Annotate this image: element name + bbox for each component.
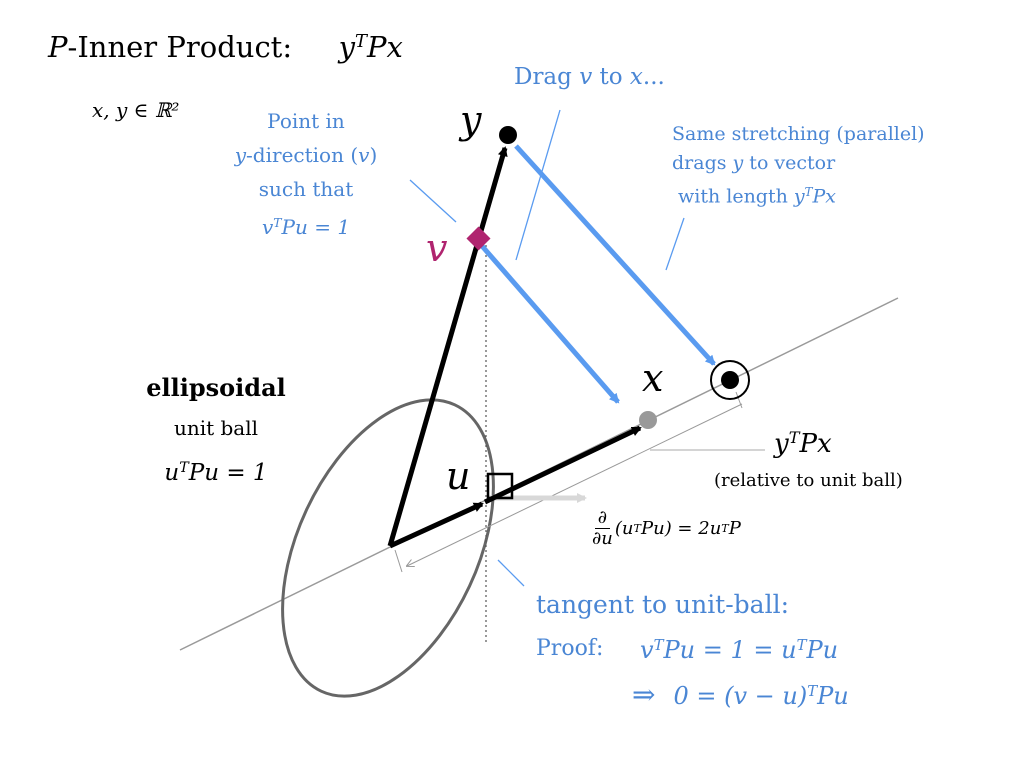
point-line4: vTPu = 1 <box>228 206 384 244</box>
drag-v: v <box>579 64 593 90</box>
note-tangent: tangent to unit-ball: <box>536 590 790 619</box>
proof-l1-t2: T <box>796 636 807 654</box>
label-y: y <box>460 98 482 142</box>
deriv-t2: T <box>721 522 729 535</box>
point-line4-t: T <box>273 215 282 230</box>
point-line2-close: ) <box>369 143 378 167</box>
deriv-num: ∂ <box>594 508 611 529</box>
ytpx-px: Px <box>799 428 832 459</box>
title-rest: -Inner Product: <box>67 30 293 64</box>
same-line2-b: to vector <box>743 152 836 174</box>
point-line3: such that <box>258 177 354 201</box>
proof-line2: ⇒ 0 = (v − u)TPu <box>632 678 849 711</box>
ellip-line3: uTPu = 1 <box>136 448 296 493</box>
vector-y <box>387 146 508 547</box>
domain-statement: x, y ∈ ℝ² <box>92 98 180 122</box>
proof-l1-end: Pu <box>806 636 839 665</box>
point-ytpx-inner <box>721 371 739 389</box>
point-ytpx-outer[interactable] <box>710 360 750 400</box>
label-relative: (relative to unit ball) <box>714 470 903 491</box>
tangent-marker <box>486 472 514 500</box>
point-line2-y: y <box>234 143 247 167</box>
ytpx-y: y <box>774 428 789 459</box>
callout-same <box>665 217 685 271</box>
proof-label: Proof: <box>536 636 604 661</box>
proof-l2-arrow: ⇒ <box>632 678 656 711</box>
same-line3-t: T <box>804 185 813 199</box>
proof-line1: vTPu = 1 = uTPu <box>640 636 838 664</box>
proof-l1-v: v <box>640 636 654 665</box>
relative-tick-right <box>735 391 743 409</box>
label-u: u <box>446 454 471 498</box>
note-same-stretching: Same stretching (parallel) drags y to ve… <box>672 120 925 211</box>
label-x: x <box>642 356 664 400</box>
deriv-p: P <box>728 518 741 539</box>
note-drag: Drag v to x... <box>514 64 665 90</box>
deriv-fraction: ∂ ∂u <box>592 508 613 549</box>
same-line3-y: y <box>793 185 805 208</box>
point-line1: Point in <box>267 109 345 133</box>
ytpx-t: T <box>788 428 800 447</box>
note-point: Point in y-direction (v) such that vTPu … <box>228 104 384 244</box>
proof-l2-end: Pu <box>817 682 849 710</box>
deriv-paren: (u <box>614 518 634 539</box>
point-x[interactable] <box>639 411 657 429</box>
ellip-line3-u: u <box>164 459 180 486</box>
drag-mid: to <box>592 64 630 90</box>
proof-l1-mid: Pu = 1 = u <box>663 636 797 665</box>
title-expr-y: y <box>338 30 355 64</box>
same-line3-a: with length <box>678 185 794 208</box>
point-line4-rest: Pu = 1 <box>281 214 351 239</box>
vector-u <box>388 501 484 549</box>
same-line3-px: Px <box>812 185 836 208</box>
same-line3: with length yTPx <box>672 178 925 211</box>
point-v[interactable] <box>466 226 491 251</box>
deriv-t: T <box>633 522 641 535</box>
unit-ball-ellipse <box>281 398 495 698</box>
ellip-line3-t: T <box>179 460 189 476</box>
drag-arrow-y-to-ytpx <box>514 144 716 366</box>
drag-prefix: Drag <box>514 64 580 90</box>
point-line2-rest: -direction ( <box>246 143 359 167</box>
proof-l2-a: 0 = (v − u) <box>673 682 808 710</box>
ellip-line3-rest: Pu = 1 <box>188 459 268 486</box>
same-line2-y: y <box>732 152 744 174</box>
label-ytpx: yTPx <box>774 428 832 459</box>
point-line2-v: v <box>358 143 370 167</box>
proof-l1-t: T <box>653 636 664 654</box>
note-ellipsoidal: ellipsoidal unit ball uTPu = 1 <box>136 368 296 493</box>
same-line2-a: drags <box>672 152 733 174</box>
relative-tick-left <box>394 549 403 573</box>
same-line1: Same stretching (parallel) <box>672 123 925 145</box>
proof-l2-t: T <box>807 681 818 700</box>
title-p: P <box>48 30 68 64</box>
title-expr-t: T <box>354 31 367 53</box>
ellip-line2: unit ball <box>173 416 259 440</box>
title-expr-px: Px <box>366 30 403 64</box>
ellip-line1: ellipsoidal <box>146 373 286 402</box>
same-line2: drags y to vector <box>672 149 925 178</box>
relative-length-arrow <box>407 403 743 566</box>
page-title: P-Inner Product: yTPx <box>48 30 403 64</box>
point-y[interactable] <box>499 126 517 144</box>
point-line4-v: v <box>261 214 274 239</box>
deriv-mid: Pu) = 2u <box>640 518 722 539</box>
drag-x: x <box>629 64 643 90</box>
callout-point <box>409 179 457 223</box>
drag-arrow-v-to-x <box>480 244 620 404</box>
point-line2: y-direction (v) <box>228 138 384 172</box>
deriv-den: ∂u <box>592 528 613 549</box>
callout-tangent <box>497 559 525 587</box>
drag-suffix: ... <box>642 64 665 90</box>
callout-drag <box>515 109 561 261</box>
label-v: v <box>426 226 448 270</box>
